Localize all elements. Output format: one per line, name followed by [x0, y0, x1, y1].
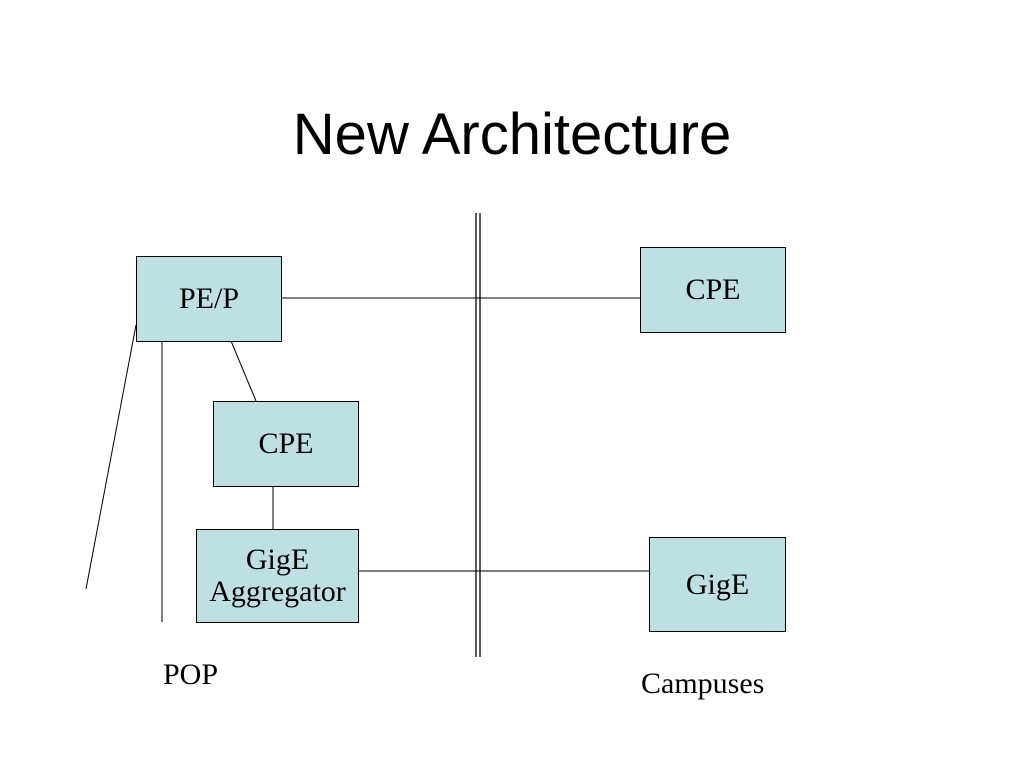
campuses-zone-label: Campuses: [641, 667, 765, 700]
pop-zone-label: POP: [163, 658, 219, 691]
link-pe-to-pop-cpe: [230, 340, 257, 402]
slide-title: New Architecture: [292, 102, 732, 167]
link-pe-diagonal: [85, 324, 137, 590]
campus-cpe-label: CPE: [685, 273, 741, 306]
gige-aggregator-label-line1: GigE: [245, 543, 310, 576]
pe-p-label: PE/P: [178, 282, 240, 315]
pop-cpe-label: CPE: [258, 427, 314, 460]
pe-p-node: PE/P: [136, 256, 282, 342]
campus-gige-node: GigE: [649, 537, 786, 632]
campus-gige-label: GigE: [685, 567, 750, 601]
campus-cpe-node: CPE: [640, 247, 786, 333]
pop-cpe-node: CPE: [213, 401, 359, 487]
gige-aggregator-node: GigE Aggregator: [196, 529, 359, 623]
gige-aggregator-label-line2: Aggregator: [209, 575, 346, 608]
